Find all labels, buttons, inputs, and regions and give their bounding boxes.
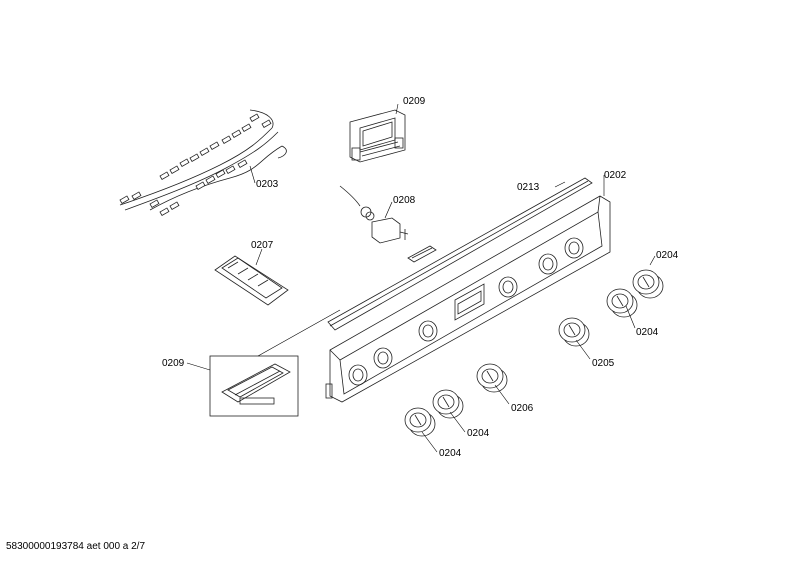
harness-connector: [131, 191, 142, 201]
control-knob: [606, 288, 638, 318]
label-0206: 0206: [511, 403, 534, 414]
harness-connector: [195, 181, 206, 191]
document-code: 58300000193784 aet 000 a 2/7: [6, 541, 146, 552]
harness-connector: [159, 207, 170, 217]
control-knob: [476, 363, 508, 393]
harness-connector: [221, 135, 232, 145]
terminal-block-part: [214, 255, 289, 306]
knob-hole-inner: [502, 280, 514, 294]
harness-connector: [215, 169, 226, 179]
label-0204-c: 0204: [467, 428, 490, 439]
harness-connector: [209, 141, 220, 151]
knob-hole-inner: [542, 257, 554, 271]
harness-connector: [179, 158, 190, 168]
harness-connector: [249, 113, 260, 123]
wiring-harness-part: [119, 109, 287, 217]
control-knob: [632, 269, 664, 299]
trim-strip-part: [327, 177, 593, 331]
knob-hole-inner: [568, 241, 580, 255]
knob-hole: [418, 320, 438, 342]
harness-connector: [241, 123, 252, 133]
harness-connector: [119, 195, 130, 205]
control-knob: [404, 407, 436, 437]
harness-connector: [149, 199, 160, 209]
knob-set: [404, 269, 664, 437]
label-0208: 0208: [393, 195, 416, 206]
label-0204-b: 0204: [636, 327, 659, 338]
knob-hole: [538, 253, 558, 275]
harness-connector: [261, 119, 272, 129]
harness-connector: [199, 147, 210, 157]
label-0209-top: 0209: [403, 96, 426, 107]
harness-connector: [231, 129, 242, 139]
harness-connector: [189, 153, 200, 163]
label-0209-bottom: 0209: [162, 358, 185, 369]
knob-hole: [498, 276, 518, 298]
knob-hole-inner: [352, 368, 364, 382]
harness-connector: [159, 171, 170, 181]
bottom-control-module-part: [209, 355, 299, 417]
label-0213: 0213: [517, 182, 540, 193]
control-module-part: [349, 109, 406, 163]
label-0203: 0203: [256, 179, 279, 190]
label-0202: 0202: [604, 170, 627, 181]
knob-hole-inner: [377, 351, 389, 365]
harness-connector: [225, 165, 236, 175]
detail-box: [209, 355, 299, 417]
leader-lines: [186, 103, 656, 453]
control-knob: [432, 389, 464, 419]
harness-connector: [237, 159, 248, 169]
harness-connector: [169, 165, 180, 175]
label-0205: 0205: [592, 358, 615, 369]
harness-connector: [205, 175, 216, 185]
knob-hole: [348, 364, 368, 386]
label-0207: 0207: [251, 240, 274, 251]
control-knob: [558, 317, 590, 347]
knob-hole: [564, 237, 584, 259]
knob-hole: [373, 347, 393, 369]
label-0204-a: 0204: [656, 250, 679, 261]
harness-connector: [169, 201, 180, 211]
control-panel-part: [325, 195, 611, 403]
thermostat-part: [339, 185, 409, 244]
label-0204-d: 0204: [439, 448, 462, 459]
small-connector-part: [407, 245, 437, 263]
knob-hole-inner: [422, 324, 434, 338]
